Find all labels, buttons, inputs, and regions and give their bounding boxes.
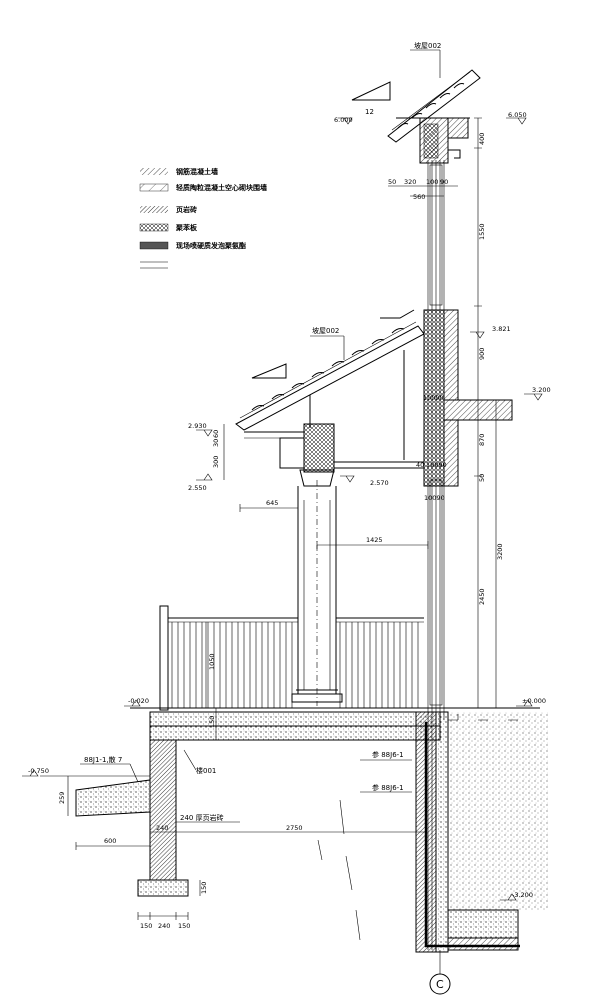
railing bbox=[159, 605, 424, 711]
grid-axis-label: C bbox=[436, 978, 444, 991]
dim-30: 30 bbox=[212, 439, 220, 447]
legend-item-shale-brick: 页岩砖 bbox=[140, 205, 197, 214]
ref-note-3: 88J1-1,散 7 bbox=[84, 755, 122, 764]
column bbox=[291, 469, 343, 706]
dim-560: 560 bbox=[413, 193, 425, 201]
legend-item-rc-wall: 钢筋混凝土墙 bbox=[140, 167, 218, 176]
dim-2750: 2750 bbox=[286, 824, 303, 832]
elev-label: 2.930 bbox=[188, 422, 207, 430]
legend-item-block-wall: 轻质陶粒混凝土空心砌块围墙 bbox=[139, 183, 267, 192]
grid-axis-c: C bbox=[429, 950, 451, 995]
floor-note: 楼001 bbox=[196, 766, 216, 775]
elev-label: -3.200 bbox=[512, 891, 533, 899]
dim-600: 600 bbox=[104, 837, 116, 845]
dim-300: 300 bbox=[212, 456, 220, 468]
roof-top-note: 坡屋002 bbox=[414, 41, 441, 50]
ref-note-1: 参 88J6-1 bbox=[372, 750, 404, 759]
dim-3200: 3200 bbox=[496, 543, 504, 560]
dim-900: 900 bbox=[478, 348, 486, 360]
elev-label: 2.570 bbox=[370, 479, 389, 487]
dim-10090-b: 10090 bbox=[426, 461, 447, 469]
legend-label: 聚苯板 bbox=[175, 223, 198, 232]
dim-50-top: 50 bbox=[388, 178, 396, 186]
elev-3200: 3.200 bbox=[524, 386, 551, 401]
elev-minus3200: -3.200 bbox=[500, 891, 533, 901]
legend-label: 轻质陶粒混凝土空心砌块围墙 bbox=[176, 183, 267, 192]
dim-60: 60 bbox=[212, 430, 220, 438]
dim-150-slab: 150 bbox=[208, 716, 216, 728]
elev-label: -0.750 bbox=[28, 767, 49, 775]
dim-100: 100 bbox=[426, 178, 438, 186]
dim-259: 259 bbox=[58, 792, 66, 804]
elev-label: -0.020 bbox=[128, 697, 149, 705]
elev-label: 6.000 bbox=[334, 116, 353, 124]
ref-note-2: 参 88J6-1 bbox=[372, 783, 404, 792]
elev-2570: 2.570 bbox=[340, 475, 389, 487]
elev-2930: 2.930 bbox=[188, 422, 213, 437]
elev-label: 3.200 bbox=[532, 386, 551, 394]
dim-870: 870 bbox=[478, 434, 486, 446]
dim-40: 40 bbox=[416, 461, 424, 469]
dim-10090-a: 10090 bbox=[423, 394, 444, 402]
elev-label: 3.821 bbox=[492, 325, 511, 333]
dim-240-a: 240 bbox=[156, 824, 168, 832]
elev-3821: 3.821 bbox=[470, 325, 511, 339]
slope-label: 12 bbox=[365, 108, 374, 116]
wall-note: 240 厚页岩砖 bbox=[180, 813, 224, 822]
legend-item-double-line bbox=[140, 261, 168, 269]
dim-150-l: 150 bbox=[140, 922, 152, 930]
roof-mid-note: 坡屋002 bbox=[312, 326, 339, 335]
elev-label: 6.050 bbox=[508, 111, 527, 119]
legend-label: 页岩砖 bbox=[176, 205, 197, 214]
upper-roof: 12 坡屋002 6.000 6.050 bbox=[334, 41, 527, 164]
elev-6050: 6.050 bbox=[506, 111, 527, 125]
dim-1425: 1425 bbox=[366, 536, 383, 544]
elev-label: 2.550 bbox=[188, 484, 207, 492]
dim-400: 400 bbox=[478, 133, 486, 145]
dim-10090-c: 10090 bbox=[424, 494, 445, 502]
elev-minus0020: -0.020 bbox=[124, 697, 149, 707]
elev-minus0750: -0.750 bbox=[22, 767, 49, 777]
legend-item-eps-board: 聚苯板 bbox=[139, 223, 198, 232]
legend: 钢筋混凝土墙 轻质陶粒混凝土空心砌块围墙 页岩砖 聚苯板 现场喷硬质发泡聚氨酯 bbox=[139, 167, 267, 269]
elev-000: ±0.000 bbox=[516, 697, 546, 707]
dim-1550: 1550 bbox=[478, 223, 486, 240]
dim-645: 645 bbox=[266, 499, 278, 507]
elev-label: ±0.000 bbox=[522, 697, 546, 705]
dim-320: 320 bbox=[404, 178, 416, 186]
dim-150-footing: 150 bbox=[200, 882, 208, 894]
dim-50: 50 bbox=[478, 474, 486, 482]
dim-150-r: 150 bbox=[178, 922, 190, 930]
dim-90: 90 bbox=[440, 178, 448, 186]
legend-label: 钢筋混凝土墙 bbox=[176, 167, 218, 176]
ground-slab: 楼001 240 厚页岩砖 参 88J6-1 参 88J6-1 88J1-1,散… bbox=[22, 697, 548, 953]
dim-2450: 2450 bbox=[478, 588, 486, 605]
dimensions: 400 1550 900 870 50 2450 3200 50 320 100… bbox=[58, 117, 504, 930]
elev-6000: 6.000 bbox=[334, 116, 353, 125]
dim-240-b: 240 bbox=[158, 922, 170, 930]
canopy-roof: 坡屋002 2.930 2.550 2.570 3.821 3.200 bbox=[188, 309, 551, 492]
elev-2550: 2.550 bbox=[188, 473, 213, 492]
dim-1050: 1050 bbox=[208, 653, 216, 670]
legend-item-pu-foam: 现场喷硬质发泡聚氨酯 bbox=[139, 241, 246, 250]
legend-label: 现场喷硬质发泡聚氨酯 bbox=[176, 241, 246, 250]
